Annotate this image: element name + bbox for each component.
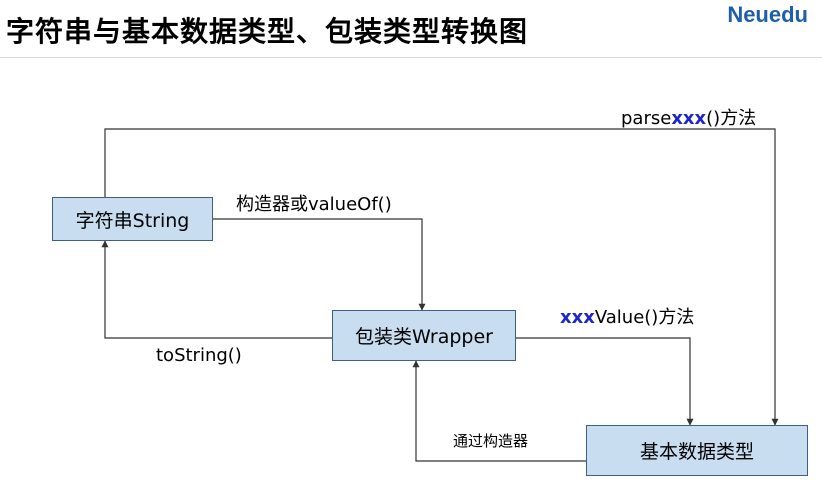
node-wrapper-label: 包装类Wrapper (354, 326, 493, 348)
edge-label-xxx-value-suffix: Value()方法 (594, 307, 695, 328)
edge-label-xxx-value: xxxValue()方法 (560, 303, 694, 329)
node-basic-types: 基本数据类型 (586, 425, 808, 476)
node-string: 字符串String (52, 197, 213, 241)
node-basic-types-label: 基本数据类型 (639, 441, 754, 463)
edge-label-parse-keyword: xxx (671, 108, 707, 129)
edge-basic-to-wrapper (412, 360, 586, 462)
edge-string-to-wrapper (213, 218, 426, 311)
node-wrapper: 包装类Wrapper (332, 310, 516, 361)
edge-label-constructor-or-valueof: 构造器或valueOf() (236, 194, 392, 215)
edge-wrapper-to-basic (516, 337, 694, 426)
edge-label-parse-suffix: ()方法 (706, 108, 757, 129)
edge-label-parse-prefix: parse (621, 108, 672, 129)
node-string-label: 字符串String (75, 209, 190, 232)
edge-label-via-constructor: 通过构造器 (453, 432, 529, 450)
page-title: 字符串与基本数据类型、包装类型转换图 (6, 15, 529, 48)
edge-label-xxx-value-keyword: xxx (560, 307, 595, 328)
edge-label-to-string: toString() (156, 345, 242, 366)
edge-wrapper-to-string (101, 240, 332, 339)
title-divider (0, 57, 822, 58)
edge-label-parse: parsexxx()方法 (621, 104, 756, 130)
brand-logo: Neuedu (727, 2, 808, 27)
edge-string-to-basic (104, 128, 779, 426)
